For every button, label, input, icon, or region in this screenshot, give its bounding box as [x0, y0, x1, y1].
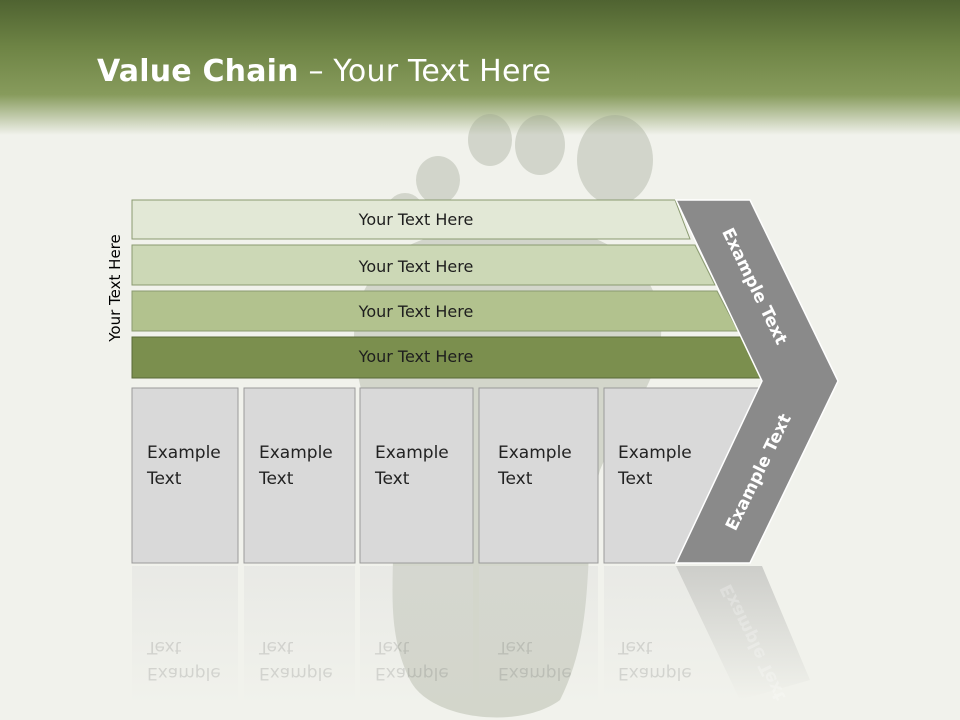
- band-1: [131, 199, 691, 240]
- column-3: [359, 387, 474, 564]
- header-bar: [0, 0, 960, 135]
- title-rest: – Your Text Here: [298, 54, 552, 89]
- side-label: Your Text Here: [106, 234, 124, 342]
- band-4-label: Your Text Here: [358, 347, 474, 366]
- column-4: [478, 387, 599, 564]
- band-2: [131, 244, 716, 286]
- chevron-arrow: [674, 199, 839, 564]
- band-1-label: Your Text Here: [358, 210, 474, 229]
- columns-reflection: [132, 566, 810, 706]
- page-title: Value Chain – Your Text Here: [97, 54, 551, 89]
- band-2-label: Your Text Here: [358, 257, 474, 276]
- column-1: [131, 387, 239, 564]
- title-bold: Value Chain: [97, 54, 299, 89]
- column-2: [243, 387, 356, 564]
- band-3-label: Your Text Here: [358, 302, 474, 321]
